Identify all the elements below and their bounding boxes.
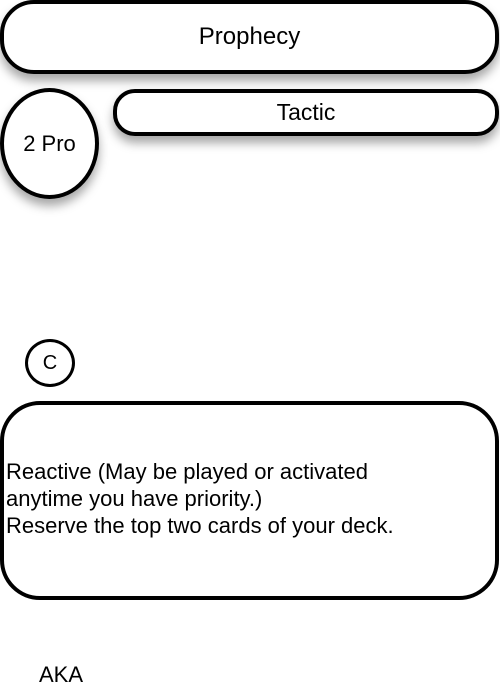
rules-text-line-2: anytime you have priority.) <box>6 486 263 511</box>
rules-text-line-3: Reserve the top two cards of your deck. <box>6 513 394 538</box>
card-name-bar: Prophecy <box>0 0 499 74</box>
card-name: Prophecy <box>198 23 301 50</box>
cost-badge: 2 Pro <box>0 88 99 199</box>
card-type-bar: Tactic <box>113 89 499 136</box>
card-cost: 2 Pro <box>23 130 76 156</box>
rules-text-box: Reactive (May be played or activated any… <box>0 401 499 600</box>
aka-label: AKA <box>39 662 84 687</box>
rules-text-line-1: Reactive (May be played or activated <box>6 459 368 484</box>
card-rarity: C <box>42 351 58 374</box>
card-type: Tactic <box>276 99 336 125</box>
rarity-badge: C <box>25 339 75 387</box>
